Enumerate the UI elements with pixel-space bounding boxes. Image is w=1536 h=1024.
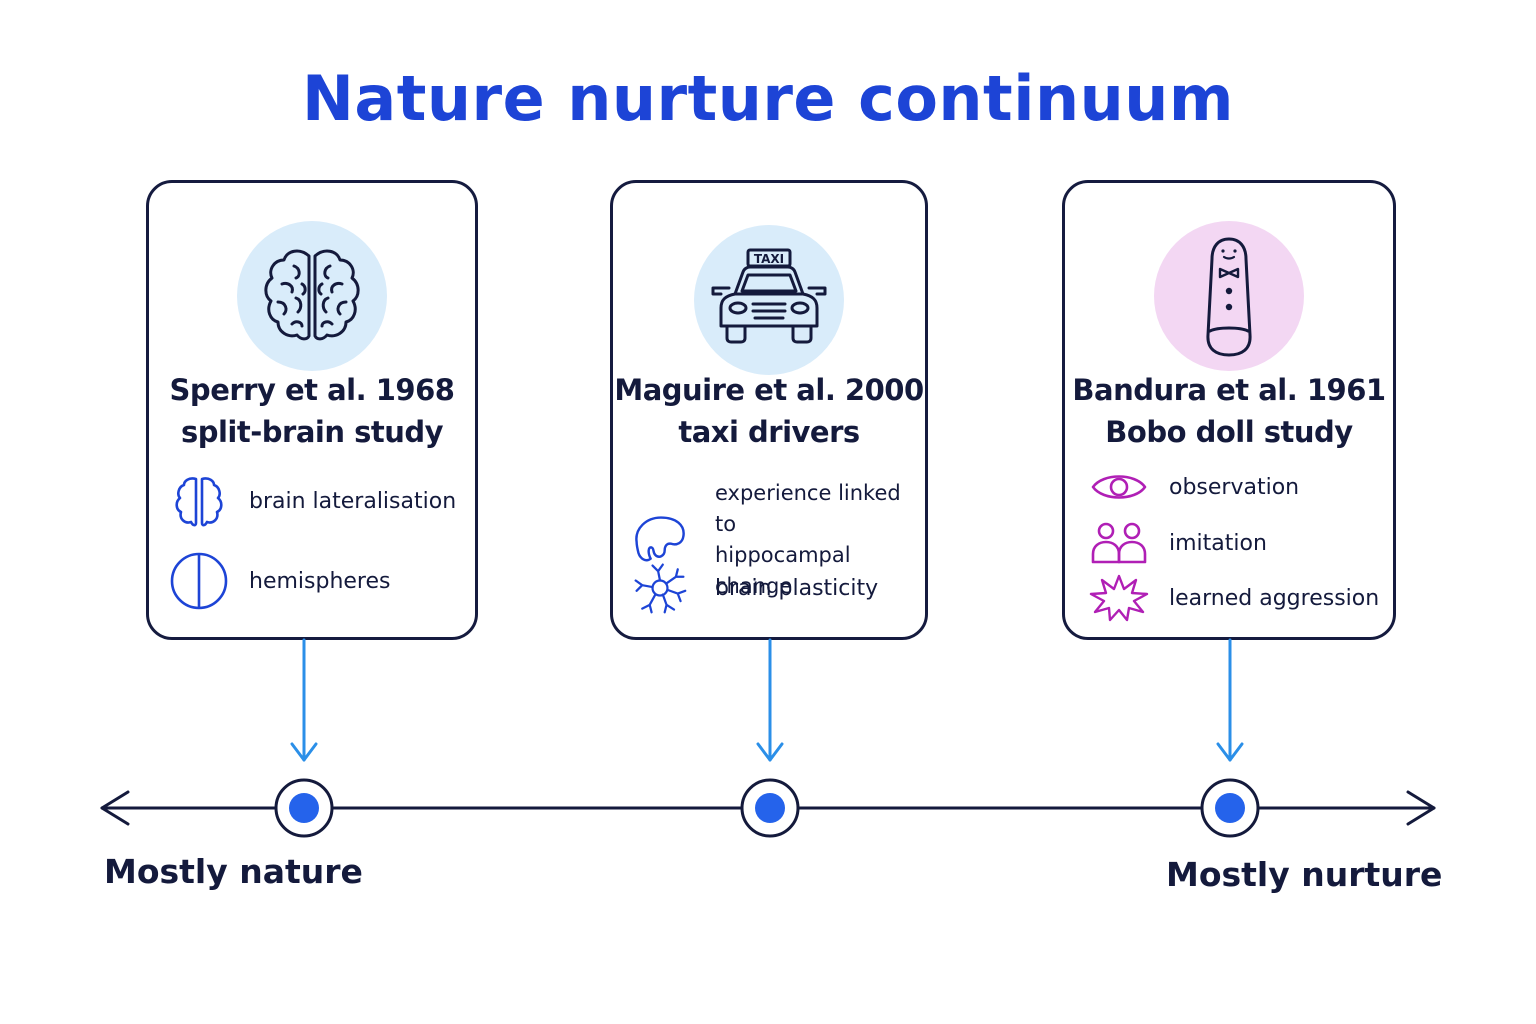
people-icon bbox=[1091, 522, 1147, 564]
study-title: Sperry et al. 1968 split-brain study bbox=[149, 369, 475, 453]
hero-badge bbox=[1154, 221, 1304, 371]
brain-icon bbox=[264, 249, 360, 341]
study-card-sperry: Sperry et al. 1968 split-brain study bra… bbox=[146, 180, 478, 640]
feature-label: imitation bbox=[1169, 530, 1267, 556]
axis-marker-sperry bbox=[274, 778, 334, 838]
axis-marker-maguire bbox=[740, 778, 800, 838]
connector-arrowhead-maguire bbox=[756, 742, 784, 762]
study-title-line2: Bobo doll study bbox=[1105, 415, 1353, 449]
study-title-line1: Sperry et al. 1968 bbox=[169, 373, 455, 407]
feature-label: brain plasticity bbox=[715, 575, 879, 601]
connector-arrowhead-bandura bbox=[1216, 742, 1244, 762]
study-title-line2: split-brain study bbox=[180, 415, 444, 449]
axis-marker-bandura bbox=[1200, 778, 1260, 838]
axis-label-nature: Mostly nature bbox=[104, 852, 363, 891]
axis-arrow-right bbox=[1406, 790, 1436, 826]
taxi-sign-text: TAXI bbox=[754, 252, 784, 266]
feature-label: hemispheres bbox=[249, 568, 391, 594]
study-title: Maguire et al. 2000 taxi drivers bbox=[613, 369, 925, 453]
study-title-line1: Bandura et al. 1961 bbox=[1072, 373, 1386, 407]
neuron-icon bbox=[634, 563, 687, 614]
feature-imitation: imitation bbox=[1089, 519, 1267, 567]
feature-label: observation bbox=[1169, 474, 1300, 500]
study-title-line1: Maguire et al. 2000 bbox=[614, 373, 924, 407]
feature-label: brain lateralisation bbox=[249, 488, 457, 514]
bobo-doll-icon bbox=[1206, 237, 1252, 357]
feature-label: learned aggression bbox=[1169, 585, 1380, 611]
hero-badge bbox=[237, 221, 387, 371]
study-title-line2: taxi drivers bbox=[678, 415, 860, 449]
feature-label-line1: experience linked to bbox=[715, 481, 901, 536]
hero-badge: TAXI bbox=[694, 225, 844, 375]
diagram-title: Nature nurture continuum bbox=[302, 62, 1234, 135]
feature-brain-lateralisation: brain lateralisation bbox=[169, 471, 456, 531]
brain-icon bbox=[175, 477, 223, 527]
feature-hippocampal-change: experience linked to hippocampal change bbox=[631, 478, 925, 602]
feature-brain-plasticity: brain plasticity bbox=[631, 558, 878, 618]
study-card-bandura: Bandura et al. 1961 Bobo doll study obse… bbox=[1062, 180, 1396, 640]
feature-learned-aggression: learned aggression bbox=[1089, 573, 1379, 623]
burst-icon bbox=[1089, 574, 1149, 622]
connector-arrowhead-sperry bbox=[290, 742, 318, 762]
study-title: Bandura et al. 1961 Bobo doll study bbox=[1065, 369, 1393, 453]
axis-arrow-left bbox=[100, 790, 130, 826]
feature-label-line2: hippocampal change bbox=[715, 543, 851, 598]
connector-arrows bbox=[290, 638, 1244, 762]
eye-icon bbox=[1091, 475, 1147, 499]
feature-observation: observation bbox=[1089, 465, 1299, 509]
feature-hemispheres: hemispheres bbox=[169, 551, 391, 611]
study-card-maguire: TAXI Maguire et al. 2000 taxi drivers ex… bbox=[610, 180, 928, 640]
hemispheres-icon bbox=[170, 552, 228, 610]
taxi-icon: TAXI bbox=[711, 248, 827, 344]
hippocampus-icon bbox=[635, 516, 685, 562]
axis-label-nurture: Mostly nurture bbox=[1166, 855, 1443, 894]
